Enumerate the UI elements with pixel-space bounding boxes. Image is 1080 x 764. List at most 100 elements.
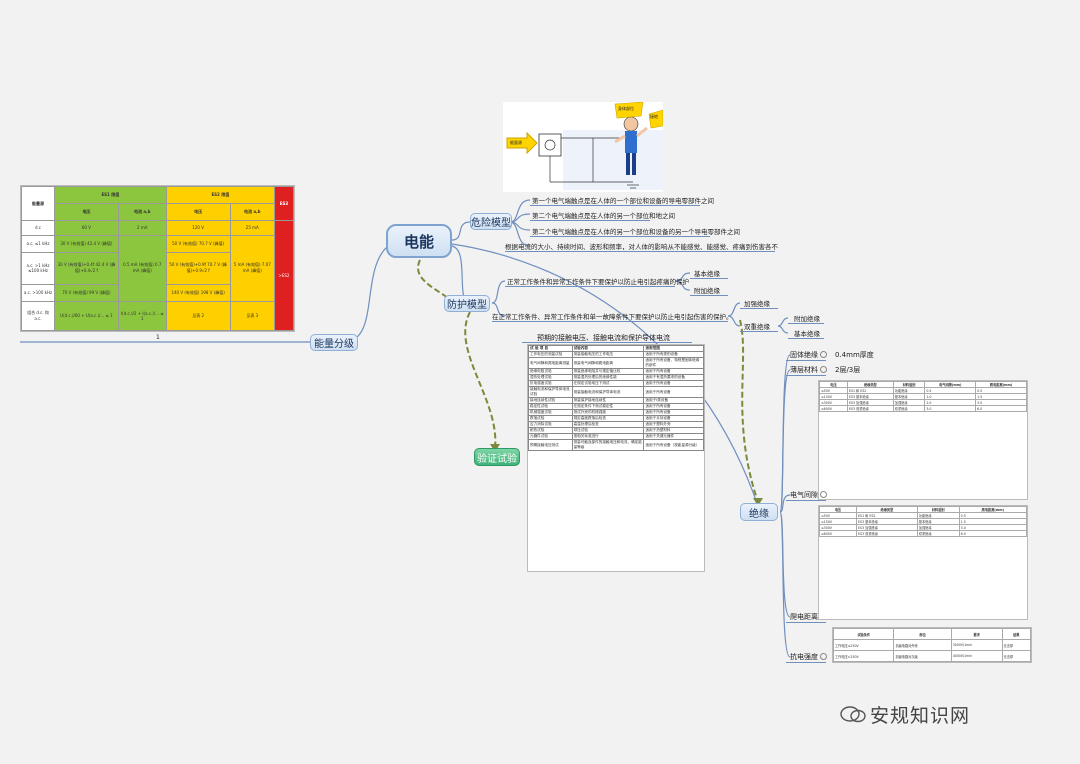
energy-cell: 120 V — [165, 220, 231, 236]
illustration-svg — [506, 101, 664, 190]
energy-cell: 140 V (有效值) 198 V (峰值) — [165, 283, 231, 302]
branch-protection-model[interactable]: 防护模型 — [444, 295, 490, 312]
solid-collapse-icon[interactable] — [820, 351, 827, 358]
table-cell: 6.0 — [958, 530, 1028, 537]
energy-cell: a.c. ≤1 kHz — [21, 234, 55, 253]
wechat-logo-icon — [840, 705, 866, 723]
branch-insulation[interactable]: 绝缘 — [740, 503, 778, 521]
energy-header-es3: ES3 — [274, 185, 294, 222]
energy-cell: 30 V (有效值)+0.4f 42.4 V (峰值)+0.4√2 f — [54, 251, 119, 285]
verification-table: 试 验 项 目 试验内容 适用范围 工作电压的测量试验测量接触电压的工作电压适用… — [527, 344, 705, 572]
hazard-rule-4 — [505, 251, 775, 252]
energy-cell: 见表 2 — [165, 300, 231, 332]
strength-header: 结果 — [1001, 628, 1032, 640]
supplementary-rule — [690, 295, 728, 296]
table-cell: 接触电流和保护导体电流试验 — [528, 386, 573, 398]
table-cell: 工作电压>250V — [832, 650, 895, 662]
basic-rule — [690, 278, 728, 279]
table-cell: 适用于所有设备，特别是固体绝缘的部件 — [643, 357, 704, 369]
energy-row: d.c 60 V 2 mA 120 V 25 mA >ES2 — [21, 220, 294, 331]
double-sub-2: 基本绝缘 — [794, 330, 820, 338]
supplementary-insulation-label: 附加绝缘 — [694, 287, 720, 295]
table-row: 接触电流和保护导体电流试验测量接触电流和保护导体电流适用于所有设备 — [528, 386, 704, 398]
table-cell: 初级电路对外壳 — [893, 639, 952, 651]
branch-hazard-model[interactable]: 危险模型 — [470, 213, 512, 230]
hazard-item-1: 第一个电气端触点是在人体的一个部位和设备的导电零部件之间 — [532, 197, 714, 205]
energy-level-table: 能量源 ES1 限值 ES2 限值 ES3 电压 电流 a,b 电压 电流 a,… — [20, 185, 295, 332]
hazard-rule-2 — [530, 220, 650, 221]
illustration-callout-right: 接地 — [650, 114, 658, 119]
table-cell: 测量可触及部件的接触电压和电流，确定能量等级 — [571, 439, 645, 451]
table-cell: 3000V/1min — [950, 639, 1003, 651]
energy-cell: a.c. >100 kHz — [21, 283, 55, 302]
strength-header: 部位 — [893, 628, 952, 640]
reinforced-rule — [740, 308, 778, 309]
reinforced-insulation-label: 加强绝缘 — [744, 300, 770, 308]
hazard-rule-1 — [530, 205, 700, 206]
table-cell: 双重绝缘 — [892, 405, 926, 412]
table-cell: 3.0 — [924, 405, 977, 412]
hazard-item-4: 根据电流的大小、持续时间、波形和频率，对人体的影响从不能感觉、能感觉、疼痛到伤害… — [505, 243, 778, 251]
table-row: 绝缘电阻试验测量绝缘电阻并与规定值比较适用于所有设备 — [528, 368, 704, 375]
energy-cell: 5 mA (有效值) 7.07 mA (峰值) — [229, 234, 276, 302]
insulation-rule-strength — [786, 662, 826, 663]
energy-cell: d.c — [21, 220, 55, 236]
thin-collapse-icon[interactable] — [820, 366, 827, 373]
double-sub-rule-1 — [788, 323, 824, 324]
protection-item-1: 正常工作条件和异常工作条件下要保护以防止电引起疼痛的保护 — [507, 278, 689, 286]
energy-cell: 25 mA — [229, 220, 276, 236]
strength-collapse-icon[interactable] — [820, 653, 827, 660]
table-cell: 4000V/1min — [950, 650, 1003, 662]
table-cell: 6.0 — [975, 405, 1027, 412]
insulation-label-solid: 固体绝缘 — [790, 351, 818, 359]
energy-cell: 50 V (有效值)+0.9f 70.7 V (峰值)+0.9√2 f — [165, 251, 231, 285]
table-cell: 测量接触电流和保护导体电流 — [571, 386, 645, 398]
energy-cell: 70 V (有效值) 99 V (峰值) — [54, 283, 119, 302]
double-insulation-label: 双重绝缘 — [744, 323, 770, 331]
energy-header-es2: ES2 限值 — [165, 185, 276, 205]
energy-row: a.c. >1 kHz ≤100 kHz 30 V (有效值)+0.4f 42.… — [21, 251, 294, 285]
hazard-rule-3 — [530, 236, 710, 237]
insulation-rule-clearance — [786, 500, 826, 501]
branch-verification-test[interactable]: 验证试验 — [474, 448, 520, 466]
verification-title-rule — [522, 342, 692, 343]
table-cell: 适用于所有设备 — [643, 386, 704, 398]
energy-cell: 2 mA — [117, 220, 167, 236]
table-cell: ≤600V — [818, 530, 858, 537]
double-rule — [740, 331, 778, 332]
strength-header: 要求 — [950, 628, 1003, 640]
energy-row: a.c. ≤1 kHz 30 V (有效值) 42.4 V (峰值) 0.5 m… — [21, 234, 294, 302]
energy-row: a.c. >100 kHz 70 V (有效值) 99 V (峰值) 140 V… — [21, 283, 294, 302]
energy-cell: 见表 3 — [229, 300, 276, 332]
energy-sub-current-1: 电流 a,b — [117, 203, 167, 222]
illustration-callout-top: 身体部位 — [618, 106, 634, 111]
branch-energy-classification[interactable]: 能量分级 — [310, 334, 358, 351]
insulation-rule-thin — [786, 375, 826, 376]
table-cell: ES3 双重绝缘 — [846, 405, 894, 412]
insulation-value-solid: 0.4mm厚度 — [835, 351, 874, 359]
table-cell: 无击穿 — [1001, 650, 1032, 662]
energy-sub-current-2: 电流 a,b — [229, 203, 276, 222]
insulation-label-thin: 薄层材料 — [790, 366, 818, 374]
illustration-callout-left: 能量源 — [510, 140, 522, 145]
energy-cell: 组合 d.c. 和 a.c. — [21, 300, 55, 332]
basic-insulation-label: 基本绝缘 — [694, 270, 720, 278]
center-node[interactable]: 电能 — [386, 224, 452, 258]
table-cell: 预期接触电压测试 — [528, 439, 573, 451]
table-cell: 双重绝缘 — [916, 530, 960, 537]
insulation-rule-solid — [786, 360, 826, 361]
double-sub-rule-2 — [788, 338, 824, 339]
energy-header-source: 能量源 — [21, 185, 55, 222]
hazard-illustration — [503, 101, 664, 192]
clearance-collapse-icon[interactable] — [820, 491, 827, 498]
table-row: 电气间隙和爬电距离测量测量电气间隙和爬电距离适用于所有设备，特别是固体绝缘的部件 — [528, 357, 704, 369]
energy-cell: U(d.c.)/60 + U(a.c.)/... ≤ 1 — [54, 300, 119, 332]
